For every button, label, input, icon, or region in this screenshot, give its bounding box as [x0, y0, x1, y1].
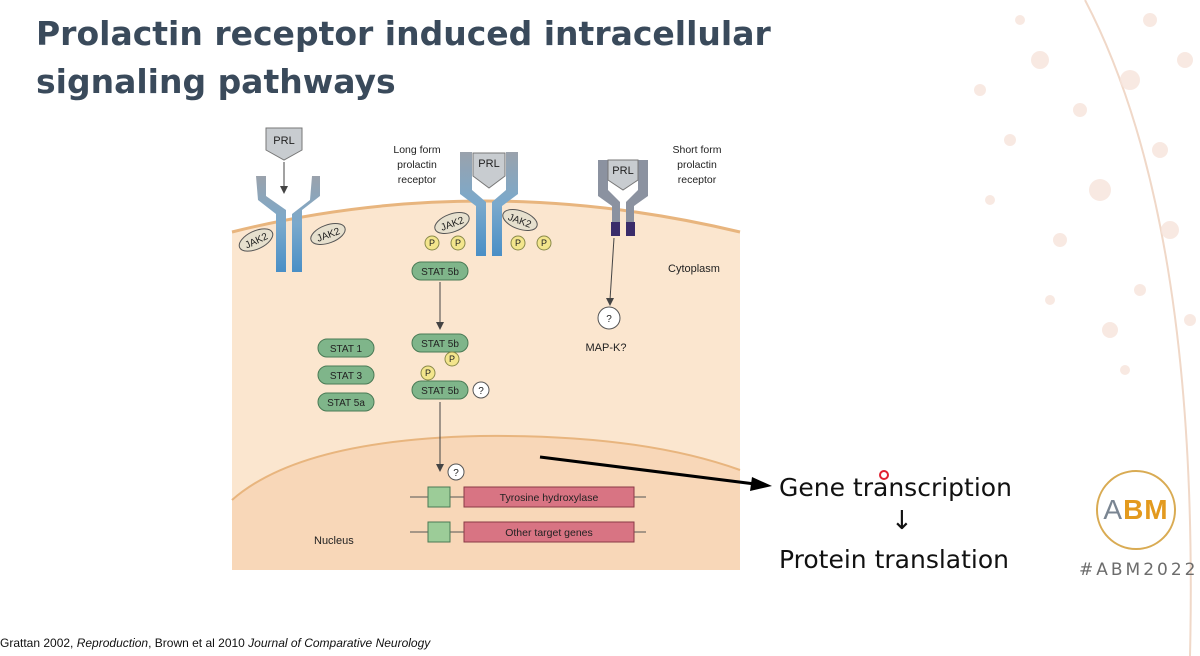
svg-text:P: P [429, 238, 435, 248]
svg-text:P: P [425, 368, 431, 378]
gene-tyrosine-hydroxylase: Tyrosine hydroxylase [410, 486, 646, 508]
svg-text:?: ? [453, 468, 459, 479]
svg-text:Tyrosine hydroxylase: Tyrosine hydroxylase [500, 492, 599, 504]
svg-text:P: P [541, 238, 547, 248]
long-form-label-3: receptor [398, 174, 437, 186]
svg-text:STAT 5b: STAT 5b [421, 386, 459, 397]
gene-transcription-label: Gene transcription [779, 473, 1012, 502]
short-form-label-3: receptor [678, 174, 717, 186]
unbound-receptor: PRL JAK2 JAK2 [238, 127, 346, 272]
svg-text:?: ? [478, 386, 484, 397]
cytoplasm-label: Cytoplasm [668, 263, 720, 275]
down-arrow-icon: ↓ [891, 506, 913, 536]
prl-bound-label: PRL [478, 158, 499, 170]
prl-ligand-label: PRL [273, 135, 294, 147]
long-form-receptor: PRL JAK2 JAK2 P P P P [424, 152, 552, 256]
stat5b-cascade: STAT 5b STAT 5b P P STAT 5b ? ? [411, 261, 490, 481]
svg-text:STAT 5a: STAT 5a [327, 398, 365, 409]
prl-short-label: PRL [612, 165, 633, 177]
svg-text:STAT 1: STAT 1 [330, 344, 363, 355]
gene-other-targets: Other target genes [410, 521, 646, 543]
svg-text:STAT 3: STAT 3 [330, 371, 363, 382]
protein-translation-label: Protein translation [779, 545, 1010, 574]
svg-text:?: ? [606, 314, 612, 325]
svg-text:STAT 5b: STAT 5b [421, 339, 459, 350]
pointer-cursor-icon [879, 470, 889, 480]
annotation-arrow [539, 455, 756, 486]
short-form-receptor: PRL ? MAP-K? [586, 159, 648, 354]
svg-text:P: P [455, 238, 461, 248]
hashtag: #ABM2022 [1079, 560, 1199, 580]
svg-text:Other target genes: Other target genes [505, 527, 593, 539]
stat-list: STAT 1 STAT 3 STAT 5a [317, 338, 375, 412]
svg-text:STAT 5b: STAT 5b [421, 267, 459, 278]
long-form-label-2: prolactin [397, 159, 437, 171]
citation: Grattan 2002, Reproduction, Brown et al … [0, 636, 431, 650]
short-form-label-1: Short form [672, 144, 721, 156]
nuclear-envelope [231, 434, 741, 501]
svg-text:P: P [515, 238, 521, 248]
short-form-label-2: prolactin [677, 159, 717, 171]
long-form-label-1: Long form [393, 144, 441, 156]
svg-text:P: P [449, 354, 455, 364]
mapk-label: MAP-K? [586, 342, 627, 354]
nucleus-label: Nucleus [314, 535, 354, 547]
slide-title: Prolactin receptor induced intracellular… [36, 14, 771, 101]
